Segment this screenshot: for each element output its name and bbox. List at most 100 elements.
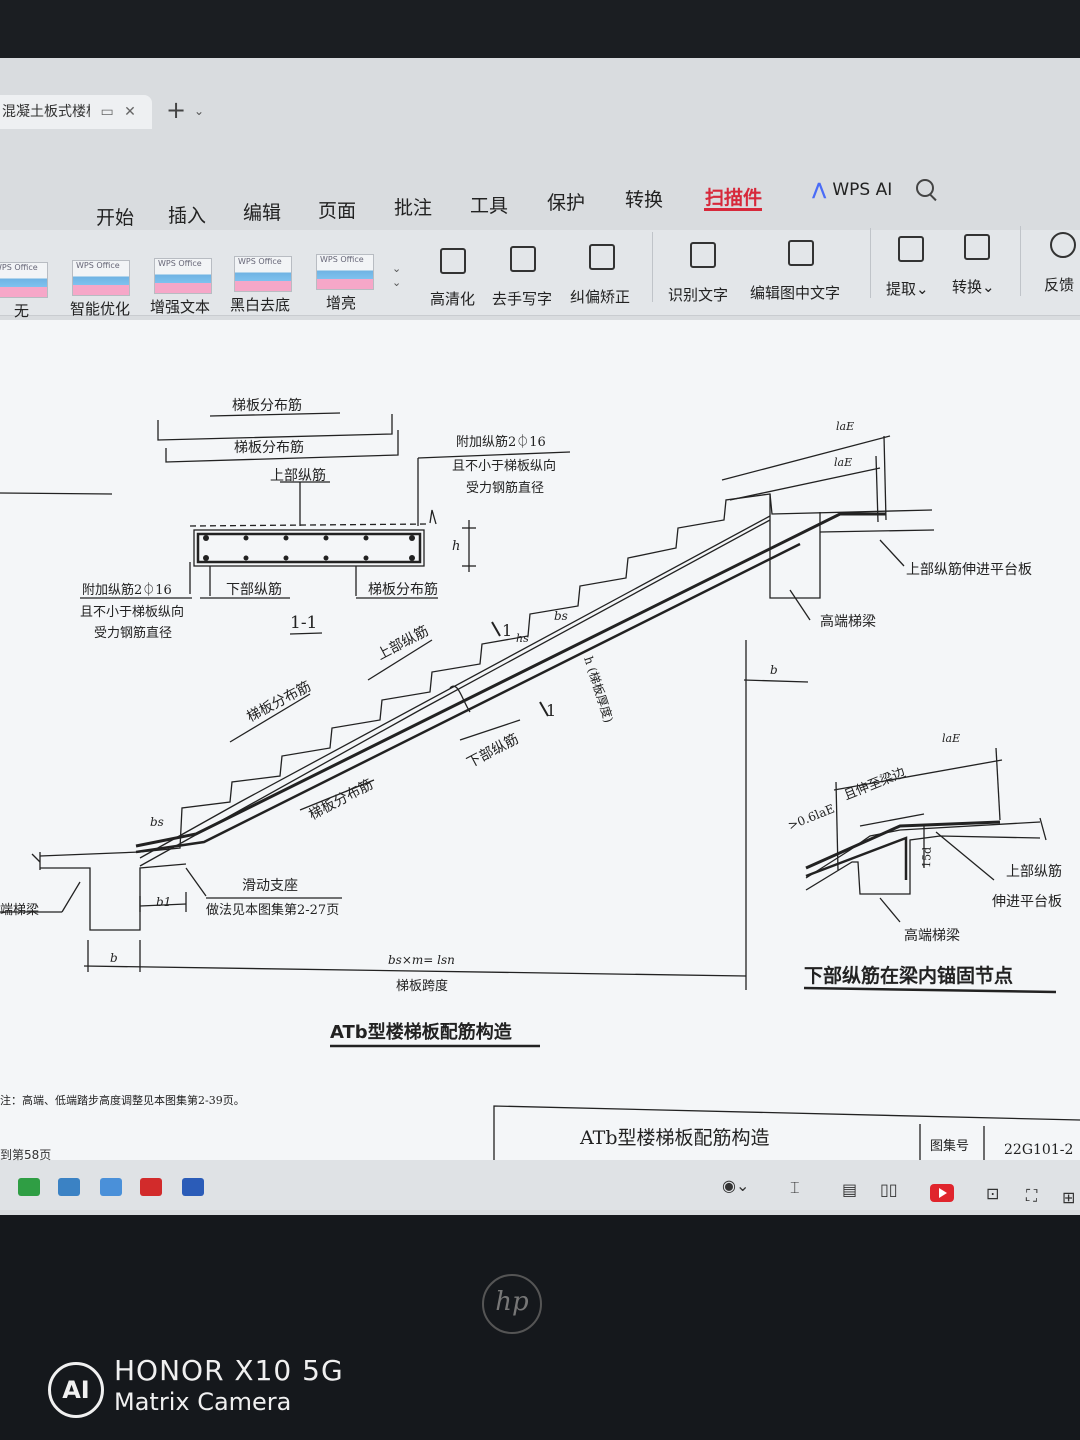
- span-formula: bs×m= lsn: [388, 953, 455, 967]
- slab-thickness-label: h (梯板厚度): [581, 654, 617, 724]
- section-bottom-long-label: 下部纵筋: [226, 581, 282, 598]
- section-add-left-1: 附加纵筋2⏀16: [82, 582, 172, 598]
- main-caption: ATb型楼梯板配筋构造: [330, 1021, 512, 1043]
- section-top-long-label: 上部纵筋: [270, 467, 326, 484]
- eye-icon[interactable]: ◉⌄: [722, 1176, 750, 1195]
- remove-handwriting-icon[interactable]: [510, 246, 536, 272]
- page-indicator[interactable]: 到第58页: [0, 1148, 52, 1162]
- section-add-right-1: 附加纵筋2⏀16: [456, 434, 546, 450]
- b-left-label: b: [110, 951, 118, 965]
- stair-top-long-label: 上部纵筋: [374, 622, 431, 663]
- menu-comment[interactable]: 批注: [394, 197, 433, 219]
- filter-bright-thumb[interactable]: WPS Office: [316, 254, 374, 290]
- ocr-icon[interactable]: [690, 242, 716, 268]
- detail-06laE-label: >0.6laE: [786, 801, 837, 832]
- detail-top-long-2: 伸进平台板: [992, 894, 1062, 910]
- menu-start[interactable]: 开始: [96, 207, 135, 229]
- extract-icon[interactable]: [898, 236, 924, 262]
- filter-text-label[interactable]: 增强文本: [150, 298, 211, 316]
- laptop-bezel-top: [0, 0, 1080, 60]
- ribbon-separator: [1020, 226, 1021, 296]
- section-add-right-2: 且不小于梯板纵向: [452, 458, 556, 474]
- section-add-right-3: 受力钢筋直径: [466, 480, 544, 496]
- new-tab-plus-icon[interactable]: +: [166, 96, 187, 124]
- wechat-icon[interactable]: [18, 1178, 40, 1196]
- convert-button[interactable]: 转换⌄: [952, 278, 995, 296]
- active-tab-underline: [704, 208, 762, 211]
- section-top-dist-label: 梯板分布筋: [232, 397, 302, 414]
- document-page: [0, 320, 1080, 1160]
- menu-convert[interactable]: 转换: [625, 189, 664, 211]
- cut-mark-1: 1: [502, 621, 512, 640]
- feedback-button[interactable]: 反馈: [1044, 276, 1075, 294]
- menu-protect[interactable]: 保护: [547, 192, 586, 214]
- section-title: 1-1: [290, 613, 317, 633]
- wps-icon[interactable]: [140, 1178, 162, 1196]
- remove-handwriting-button[interactable]: 去手写字: [492, 290, 553, 308]
- ocr-button[interactable]: 识别文字: [668, 286, 729, 304]
- ribbon-separator: [870, 228, 871, 298]
- document-icon[interactable]: [182, 1178, 204, 1196]
- wps-ai-button[interactable]: ⋀WPS AI: [812, 180, 892, 200]
- cut-mark-2: 1: [546, 701, 556, 720]
- hd-button[interactable]: 高清化: [430, 290, 476, 308]
- camera-model: HONOR X10 5G: [114, 1354, 344, 1387]
- menu-insert[interactable]: 插入: [168, 205, 207, 227]
- laE-dim-2: laE: [834, 456, 852, 469]
- filter-text-thumb[interactable]: WPS Office: [154, 258, 212, 294]
- convert-icon[interactable]: [964, 234, 990, 260]
- mail-icon-2[interactable]: [100, 1178, 122, 1196]
- menu-edit[interactable]: 编辑: [243, 202, 282, 224]
- detail-extend-edge-label: 且伸至梁边: [842, 765, 908, 803]
- edit-image-text-button[interactable]: 编辑图中文字: [750, 284, 841, 302]
- play-icon[interactable]: [930, 1184, 954, 1202]
- camera-mode: Matrix Camera: [114, 1388, 292, 1416]
- filter-more-chevron-icon[interactable]: ⌄⌄: [392, 262, 402, 289]
- section-add-left-3: 受力钢筋直径: [94, 625, 172, 641]
- title-block-title: ATb型楼梯板配筋构造: [579, 1127, 770, 1149]
- book-view-icon[interactable]: ⊡: [986, 1184, 1000, 1203]
- wps-ai-label: WPS AI: [832, 180, 893, 200]
- detail-top-long-1: 上部纵筋: [1006, 863, 1062, 880]
- ribbon-separator: [652, 232, 653, 302]
- deskew-button[interactable]: 纠偏矫正: [570, 288, 631, 306]
- drawing-note: 注：高端、低端踏步高度调整见本图集第2-39页。: [0, 1093, 245, 1107]
- menu-page[interactable]: 页面: [318, 200, 357, 222]
- deskew-icon[interactable]: [589, 244, 615, 270]
- fit-width-icon[interactable]: ⌶: [790, 1178, 800, 1197]
- menu-scan[interactable]: 扫描件: [705, 187, 763, 209]
- fullscreen-icon[interactable]: ⛶: [1026, 1186, 1038, 1205]
- extract-label: 提取: [886, 280, 917, 298]
- sliding-support-ref: 做法见本图集第2-27页: [206, 902, 339, 918]
- hd-icon[interactable]: [440, 248, 466, 274]
- monitor-icon[interactable]: ▭: [100, 104, 114, 120]
- single-page-icon[interactable]: ▤: [842, 1180, 858, 1199]
- section-add-left-2: 且不小于梯板纵向: [80, 604, 184, 620]
- filter-none-label[interactable]: 无: [14, 302, 30, 320]
- filter-bright-label[interactable]: 增亮: [326, 294, 357, 312]
- filter-smart-label[interactable]: 智能优化: [70, 300, 131, 318]
- filter-bw-thumb[interactable]: WPS Office: [234, 256, 292, 292]
- headset-icon[interactable]: [1050, 232, 1076, 258]
- title-block-atlas-label: 图集号: [930, 1138, 969, 1154]
- status-bar: [0, 1160, 1080, 1210]
- document-tab[interactable]: 混凝土板式楼梯 ▭ ✕: [0, 95, 152, 129]
- expand-icon[interactable]: ⊞: [1062, 1188, 1076, 1207]
- filter-bw-label[interactable]: 黑白去底: [230, 296, 291, 314]
- filter-none-thumb[interactable]: WPS Office: [0, 262, 48, 298]
- bs-lower-label: bs: [150, 815, 164, 829]
- edit-image-text-icon[interactable]: [788, 240, 814, 266]
- hs-label: hs: [516, 632, 529, 645]
- stair-dist-label-2: 梯板分布筋: [306, 776, 376, 824]
- detail-high-beam-label: 高端梯梁: [904, 927, 960, 944]
- filter-smart-thumb[interactable]: WPS Office: [72, 260, 130, 296]
- close-icon[interactable]: ✕: [124, 104, 136, 120]
- search-icon[interactable]: [916, 179, 934, 197]
- menu-tools[interactable]: 工具: [470, 195, 509, 217]
- dual-page-icon[interactable]: ▯▯: [880, 1180, 898, 1199]
- mail-icon[interactable]: [58, 1178, 80, 1196]
- chevron-down-icon[interactable]: ⌄: [194, 104, 205, 118]
- section-dist-inner-label: 梯板分布筋: [234, 439, 304, 456]
- extract-button[interactable]: 提取⌄: [886, 280, 929, 298]
- span-label: 梯板跨度: [396, 978, 448, 994]
